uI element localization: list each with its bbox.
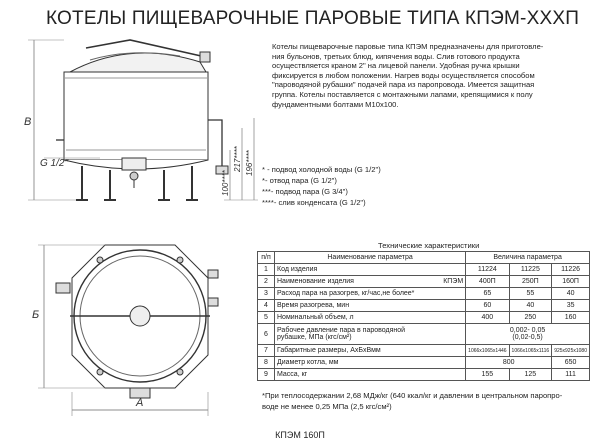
- row-num: 9: [257, 368, 275, 381]
- table-row: 1 Код изделия 11224 11225 11226: [257, 263, 590, 276]
- row-value: 55: [508, 287, 553, 300]
- row-name: Номинальный объем, л: [273, 311, 467, 324]
- row-num: 3: [257, 287, 275, 300]
- row-name: Время разогрева, мин: [273, 299, 467, 312]
- row-value: 60: [465, 299, 510, 312]
- side-view: [28, 39, 258, 201]
- table-row: 9 Масса, кг 155 125 111: [257, 368, 590, 381]
- row-num: 5: [257, 311, 275, 324]
- description-line: Котелы пищеварочные паровые типа КПЭМ пр…: [272, 42, 544, 51]
- row-value: 111: [551, 368, 590, 381]
- row-value: 11225: [508, 263, 553, 276]
- table-header-row: п/п Наименование параметра Величина пара…: [257, 251, 590, 264]
- row-value: 65: [465, 287, 510, 300]
- dimension-g-label: G 1/2": [40, 158, 68, 169]
- dimension-100-label: 100****: [221, 169, 230, 196]
- kettle-drawings: B G 1/2" 100**** 217**** 196**** Б A: [24, 39, 258, 416]
- row-name: Габаритные размеры, АхБхВмм: [273, 344, 467, 357]
- row-num: 2: [257, 275, 275, 288]
- description-line: фундаментными болтами М10х100.: [272, 99, 399, 109]
- table-row: 5 Номинальный объем, л 400 250 160: [257, 311, 590, 324]
- row-value: 250П: [508, 275, 553, 288]
- table-row: 3 Расход пара на разогрев, кг/час,не бол…: [257, 287, 590, 300]
- row-value: 40: [508, 299, 553, 312]
- row-num: 8: [257, 356, 275, 369]
- table-row: 7 Габаритные размеры, АхБхВмм 1066х1065х…: [257, 344, 590, 357]
- row-value-line: 0,002- 0,05: [509, 327, 546, 334]
- table-row: 8 Диаметр котла, мм 800 650: [257, 356, 590, 369]
- row-name: Наименование изделия КПЭМ: [273, 275, 467, 288]
- row-name-line: рубашке, МПа (кгс/см²): [277, 334, 352, 341]
- row-value: 160П: [551, 275, 590, 288]
- row-value: 1066х1065х1116: [508, 344, 553, 357]
- row-value: 650: [551, 356, 590, 369]
- row-value: 250: [508, 311, 553, 324]
- page-title: КОТЕЛЫ ПИЩЕВАРОЧНЫЕ ПАРОВЫЕ ТИПА КПЭМ-ХХ…: [46, 8, 580, 29]
- spec-table: п/п Наименование параметра Величина пара…: [257, 251, 590, 381]
- row-value: 800: [465, 356, 553, 369]
- row-name: Диаметр котла, мм: [273, 356, 467, 369]
- table-row: 2 Наименование изделия КПЭМ 400П 250П 16…: [257, 275, 590, 288]
- row-num: 4: [257, 299, 275, 312]
- footnote-line: *При теплосодержании 2,68 МДж/кг (640 кк…: [262, 391, 563, 400]
- header-name: Наименование параметра: [273, 251, 467, 264]
- legend-item: *- отвод пара (G 1/2"): [262, 176, 337, 185]
- dimension-196-label: 196****: [245, 149, 254, 176]
- header-value: Величина параметра: [465, 251, 590, 264]
- table-row: 4 Время разогрева, мин 60 40 35: [257, 299, 590, 312]
- row-value: 160: [551, 311, 590, 324]
- row-value-line: (0,02-0,5): [512, 334, 543, 341]
- row-num: 6: [257, 323, 275, 345]
- row-name-line: Рабочее давление пара в пароводяной: [277, 327, 406, 334]
- row-name-text: Наименование изделия: [277, 278, 354, 285]
- row-name: Масса, кг: [273, 368, 467, 381]
- row-name-suffix: КПЭМ: [443, 278, 464, 285]
- tech-caption: Технические характеристики: [378, 241, 480, 250]
- row-value: 400П: [465, 275, 510, 288]
- row-value: 125: [508, 368, 553, 381]
- row-value: 1066х1065х1446: [465, 344, 510, 357]
- description-line: "пароводяной рубашки" подачей пара из па…: [272, 80, 535, 90]
- dimension-a-label: A: [135, 397, 143, 409]
- description-line: осуществляется краном 2" на лицевой пане…: [272, 61, 520, 71]
- dimension-b-plan-label: Б: [32, 309, 39, 321]
- description-line: ния бульонов, третьих блюд, кипячения во…: [272, 51, 520, 61]
- row-value: 35: [551, 299, 590, 312]
- plan-view: [38, 244, 219, 416]
- row-value: 11226: [551, 263, 590, 276]
- footnote: *При теплосодержании 2,68 МДж/кг (640 кк…: [262, 390, 594, 412]
- row-num: 1: [257, 263, 275, 276]
- table-row: 6 Рабочее давление пара в пароводяной ру…: [257, 323, 590, 345]
- row-value: 155: [465, 368, 510, 381]
- row-name: Код изделия: [273, 263, 467, 276]
- legend-item: ***- подвод пара (G 3/4"): [262, 187, 348, 196]
- row-value: 0,002- 0,05 (0,02-0,5): [465, 323, 590, 345]
- row-num: 7: [257, 344, 275, 357]
- row-value: 400: [465, 311, 510, 324]
- header-num: п/п: [257, 251, 275, 264]
- description: Котелы пищеварочные паровые типа КПЭМ пр…: [272, 42, 594, 109]
- footnote-line: воде не менее 0,25 МПа (2,5 кгс/см²): [262, 402, 392, 411]
- dimension-217-label: 217****: [233, 145, 242, 173]
- dimension-b-label: B: [24, 116, 31, 128]
- row-name: Рабочее давление пара в пароводяной руба…: [273, 323, 467, 345]
- row-value: 11224: [465, 263, 510, 276]
- legend-item: ****- слив конденсата (G 1/2"): [262, 198, 366, 207]
- legend-item: * - подвод холодной воды (G 1/2"): [262, 165, 381, 174]
- connections-legend: * - подвод холодной воды (G 1/2") *- отв…: [262, 164, 381, 208]
- row-name: Расход пара на разогрев, кг/час,не более…: [273, 287, 467, 300]
- model-caption: КПЭМ 160П: [275, 430, 325, 440]
- row-value: 40: [551, 287, 590, 300]
- row-value: 925х925х1080: [551, 344, 590, 357]
- description-line: фиксируется в любом положении. Нагрев во…: [272, 70, 535, 80]
- description-line: группа. Котелы поставляется с монтажными…: [272, 89, 533, 99]
